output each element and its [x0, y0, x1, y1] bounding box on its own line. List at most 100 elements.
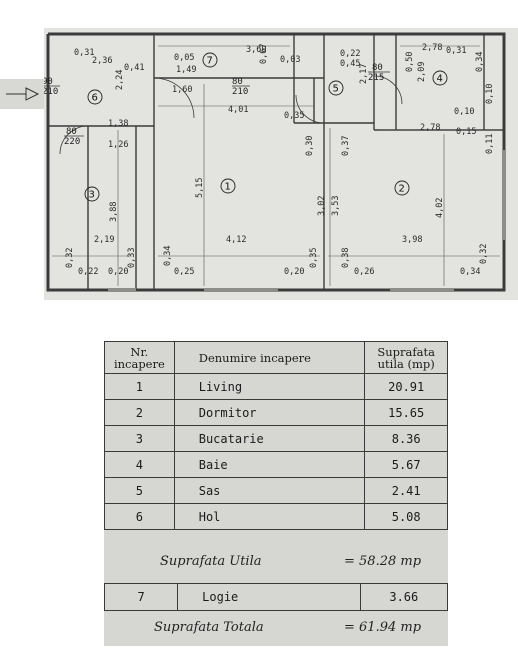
room-area-cell: 5.67 [364, 451, 448, 478]
dimension-label: 0,34 [475, 52, 485, 72]
room-number-3: 3 [89, 190, 95, 201]
dimension-label: 2,19 [94, 235, 114, 245]
room-area-table: Nr. incapere Denumire incapere Suprafata… [103, 341, 449, 646]
room-name-cell: Baie [173, 451, 366, 478]
dimension-label: 0,25 [174, 267, 194, 277]
floor-plan: 90 210 80 210 80 215 80 220 6 7 5 4 1 2 … [44, 28, 518, 300]
floor-plan-drawing: 90 210 80 210 80 215 80 220 6 7 5 4 1 2 … [44, 28, 518, 300]
dimension-label: 0,31 [446, 46, 466, 56]
dimension-label: 0,22 [78, 267, 98, 277]
dimension-label: 0,50 [405, 52, 415, 72]
header-room-number: Nr. incapere [104, 341, 175, 374]
dimension-label: 4,01 [228, 105, 248, 115]
header-area: Suprafata utila (mp) [364, 341, 448, 374]
door-label-width: 80 [232, 77, 243, 87]
dimension-label: 0,67 [259, 44, 269, 64]
dimension-label: 0,20 [108, 267, 128, 277]
logia-area-cell: 3.66 [359, 583, 449, 611]
table-row: 7 Logie 3.66 [103, 583, 449, 611]
logia-nr-cell: 7 [103, 583, 179, 611]
door-label-height: 210 [232, 87, 248, 97]
dimension-label: 2,78 [422, 43, 442, 53]
table-row: 3 Bucatarie 8.36 [104, 425, 448, 452]
dimension-label: 0,26 [354, 267, 374, 277]
header-nr-line1: Nr. [130, 344, 149, 359]
dimension-label: 0,37 [341, 136, 351, 156]
room-number-4: 4 [437, 74, 443, 85]
dimension-label: 0,34 [460, 267, 480, 277]
room-nr-cell: 1 [104, 373, 175, 400]
door-label-width: 80 [66, 127, 77, 137]
total-area-label: Suprafata Totala [154, 620, 264, 635]
table-row: 6 Hol 5.08 [104, 503, 448, 530]
dimension-label: 3,02 [317, 196, 327, 216]
dimension-label: 3,88 [109, 202, 119, 222]
dimension-label: 2,78 [420, 123, 440, 133]
dimension-label: 0,35 [309, 248, 319, 268]
dimension-label: 1,26 [108, 140, 128, 150]
room-area-cell: 2.41 [364, 477, 448, 504]
dimension-label: 2,36 [92, 56, 112, 66]
entry-arrow [0, 79, 44, 109]
table-row: 1 Living 20.91 [104, 373, 448, 400]
door-label-height: 220 [64, 137, 80, 147]
dimension-label: 4,02 [435, 198, 445, 218]
dimension-label: 2,24 [115, 70, 125, 90]
door-label-height: 215 [368, 73, 384, 83]
room-number-5: 5 [333, 84, 339, 95]
dimension-label: 0,20 [284, 267, 304, 277]
header-area-line1: Suprafata [377, 344, 435, 359]
logia-table: 7 Logie 3.66 [103, 583, 449, 611]
door-label-width: 80 [372, 63, 383, 73]
useful-area-label: Suprafata Utila [160, 554, 262, 569]
total-area-value: = 61.94 mp [344, 620, 422, 635]
dimension-label: 0,35 [284, 111, 304, 121]
dimension-label: 0,10 [454, 107, 474, 117]
dimension-label: 0,31 [74, 48, 94, 58]
room-table: Nr. incapere Denumire incapere Suprafata… [104, 341, 448, 530]
door-label-height: 210 [44, 87, 58, 97]
dimension-label: 1,38 [108, 119, 128, 129]
dimension-label: 3,60 [246, 45, 266, 55]
header-nr-line2: incapere [113, 356, 165, 371]
room-nr-cell: 4 [104, 451, 175, 478]
useful-area-value: = 58.28 mp [344, 554, 422, 569]
dimension-label: 2,17 [359, 64, 369, 84]
room-area-cell: 15.65 [364, 399, 448, 426]
table-header-row: Nr. incapere Denumire incapere Suprafata… [104, 341, 448, 374]
room-name-cell: Dormitor [173, 399, 366, 426]
dimension-label: 0,32 [65, 248, 75, 268]
dimension-label: 5,15 [195, 178, 205, 198]
room-number-6: 6 [92, 93, 98, 104]
dimension-label: 2,09 [417, 62, 427, 82]
dimension-label: 0,38 [341, 248, 351, 268]
room-name-cell: Hol [173, 503, 366, 530]
dimension-label: 0,32 [479, 244, 489, 264]
room-area-cell: 5.08 [364, 503, 448, 530]
door-label-width: 90 [44, 77, 53, 87]
room-nr-cell: 2 [104, 399, 175, 426]
table-row: 4 Baie 5.67 [104, 451, 448, 478]
header-area-line2: utila (mp) [377, 356, 435, 371]
dimension-label: 0,05 [174, 53, 194, 63]
room-area-cell: 20.91 [364, 373, 448, 400]
dimension-label: 0,33 [127, 248, 137, 268]
dimension-label: 4,12 [226, 235, 246, 245]
dimension-label: 0,41 [124, 63, 144, 73]
room-number-2: 2 [399, 184, 405, 195]
dimension-label: 0,22 [340, 49, 360, 59]
room-name-cell: Bucatarie [173, 425, 366, 452]
room-name-cell: Living [173, 373, 366, 400]
room-number-1: 1 [225, 182, 231, 193]
room-name-cell: Sas [173, 477, 366, 504]
dimension-label: 1,60 [172, 85, 192, 95]
dimension-label: 0,03 [280, 55, 300, 65]
dimension-label: 0,30 [305, 136, 315, 156]
room-nr-cell: 5 [104, 477, 175, 504]
dimension-label: 0,34 [163, 246, 173, 266]
dimension-label: 0,10 [485, 84, 495, 104]
header-room-name: Denumire incapere [173, 341, 366, 374]
dimension-label: 0,11 [485, 134, 495, 154]
room-nr-cell: 6 [104, 503, 175, 530]
room-nr-cell: 3 [104, 425, 175, 452]
